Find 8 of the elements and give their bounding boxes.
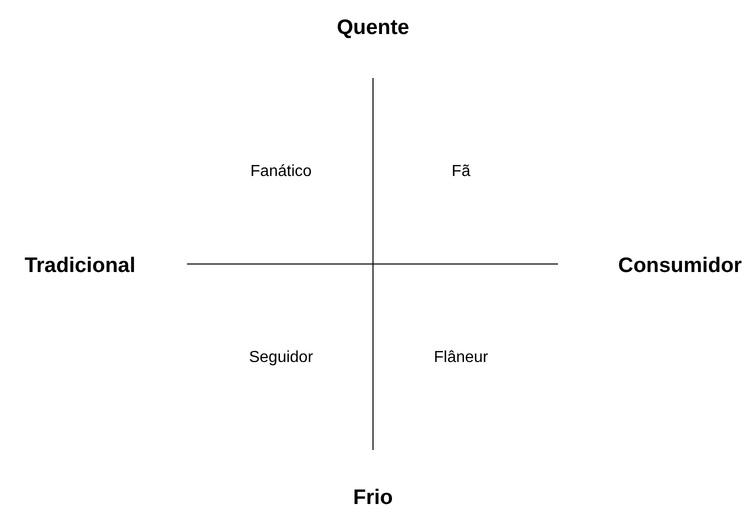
quadrant-label: Flâneur [434,349,488,367]
quadrant-label: Fanático [250,163,312,181]
quadrant-label: Fã [452,163,470,181]
axis-label: Quente [336,16,410,40]
axis-label: Consumidor [618,254,742,278]
axis-label: Tradicional [24,254,136,278]
axis-label: Frio [353,486,393,510]
quadrant-label: Seguidor [248,349,314,367]
